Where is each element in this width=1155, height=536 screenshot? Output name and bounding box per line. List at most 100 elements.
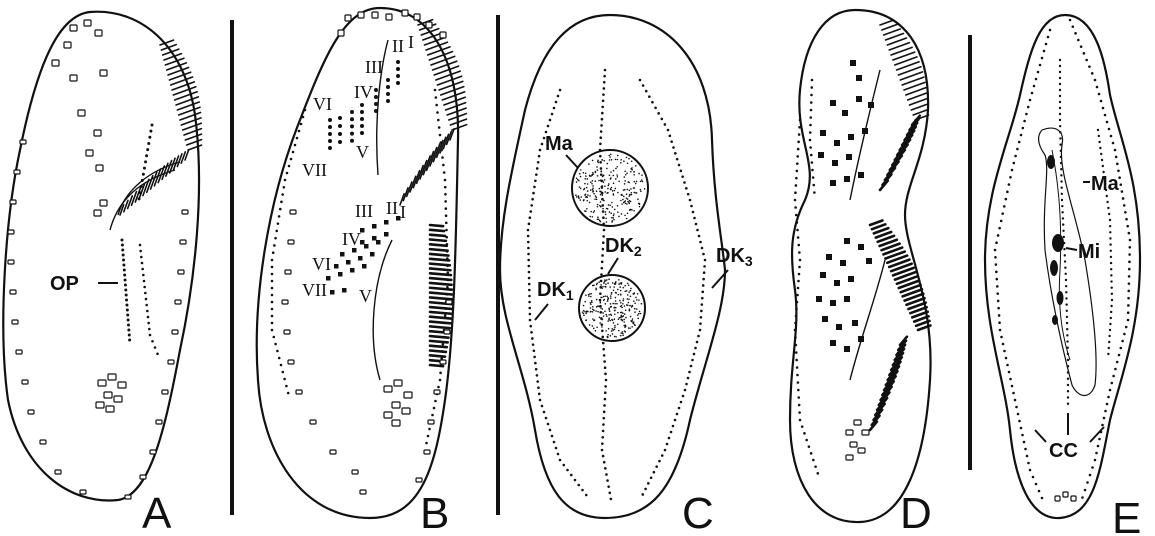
cirrus-dot xyxy=(842,110,848,116)
kinety-dot xyxy=(442,343,445,346)
kinety-dot xyxy=(1020,134,1023,137)
kinety-dot xyxy=(441,350,444,353)
kinety-dot xyxy=(585,494,588,497)
nucleus-stipple xyxy=(618,181,620,183)
kinety-dot xyxy=(702,284,705,287)
kinety-dot xyxy=(1119,183,1122,186)
kinety-dot xyxy=(604,391,607,394)
kinety-dot xyxy=(694,347,697,350)
transverse-cirrus xyxy=(98,380,106,386)
nucleus-stipple xyxy=(638,203,640,205)
kinety-dot xyxy=(1018,141,1021,144)
kinety-dot xyxy=(697,335,700,338)
cirrus-dot xyxy=(844,296,850,302)
kinety-dot xyxy=(1101,424,1104,427)
nucleus-stipple xyxy=(600,284,602,286)
nucleus-stipple xyxy=(613,289,615,291)
kinety-dot xyxy=(555,447,558,450)
nucleus-stipple xyxy=(613,322,615,324)
nucleus-stipple xyxy=(630,201,632,203)
kinety-dot xyxy=(1127,290,1130,293)
nucleus-stipple xyxy=(610,189,612,191)
kinety-dot xyxy=(664,123,667,126)
kinety-dot xyxy=(1062,230,1064,232)
nucleus-stipple xyxy=(633,300,635,302)
kinety-dot xyxy=(1060,162,1062,164)
kinety-dot xyxy=(428,428,431,431)
nucleus-stipple xyxy=(591,183,593,185)
nucleus-stipple xyxy=(644,188,646,190)
kinety-dot xyxy=(1059,107,1061,109)
kinety-dot xyxy=(539,149,542,152)
label-op: OP xyxy=(50,273,79,295)
nucleus-stipple xyxy=(627,282,629,284)
cirrus xyxy=(55,470,61,474)
kinety-dot xyxy=(445,207,448,210)
cirrus xyxy=(288,240,294,244)
nucleus-stipple xyxy=(584,178,586,180)
cirrus-dot xyxy=(372,224,377,229)
nucleus-stipple xyxy=(615,281,617,283)
kinety-dot xyxy=(1064,273,1066,275)
cirrus-dot xyxy=(342,288,347,293)
kinety-dot xyxy=(672,425,675,428)
kinety-label-b-top-5: V xyxy=(356,142,369,162)
kinety-dot xyxy=(1067,396,1069,398)
kinety-dot xyxy=(601,198,604,201)
kinety-dot xyxy=(798,411,801,414)
kinety-dot xyxy=(798,133,801,136)
kinety-dot xyxy=(1049,29,1052,32)
kinety-dot xyxy=(374,95,378,99)
frontal-cirrus xyxy=(338,30,344,36)
kinety-dot xyxy=(814,465,817,468)
nucleus-stipple xyxy=(635,165,637,167)
nucleus-stipple xyxy=(611,187,613,189)
kinety-dot xyxy=(281,193,284,196)
kinety-dot xyxy=(559,459,562,462)
kinety-dot xyxy=(1006,364,1009,367)
nucleus-stipple xyxy=(585,175,587,177)
cirrus xyxy=(310,420,316,424)
nucleus-stipple xyxy=(596,199,598,201)
nucleus-stipple xyxy=(595,330,597,332)
kinety-dot xyxy=(603,75,606,78)
kinety-dot xyxy=(143,286,146,289)
frontal-cirrus xyxy=(372,12,378,18)
nucleus-stipple xyxy=(624,313,626,315)
kinety-dot xyxy=(1104,410,1107,413)
kinety-dot xyxy=(812,184,815,187)
nucleus-stipple xyxy=(605,283,607,285)
cirrus xyxy=(80,490,86,494)
kinety-dot xyxy=(1005,198,1008,201)
nucleus-stipple xyxy=(627,198,629,200)
kinety-dot xyxy=(528,307,531,310)
kinety-dot xyxy=(794,191,797,194)
nucleus-stipple xyxy=(619,300,621,302)
kinety-dot xyxy=(1060,174,1062,176)
kinety-dot xyxy=(607,485,610,488)
kinety-dot xyxy=(796,229,799,232)
kinety-dot xyxy=(528,277,531,280)
kinety-dot xyxy=(1067,378,1069,380)
nucleus-stipple xyxy=(630,290,632,292)
nucleus-stipple xyxy=(592,185,594,187)
nucleus-stipple xyxy=(617,211,619,213)
frontal-cirrus xyxy=(64,42,71,48)
kinety-dot xyxy=(272,251,275,254)
nucleus-stipple xyxy=(604,279,606,281)
nucleus-stipple xyxy=(624,290,626,292)
nucleus-stipple xyxy=(617,323,619,325)
kinety-dot xyxy=(603,417,606,420)
kinety-dot xyxy=(794,206,797,209)
cirrus xyxy=(440,360,446,364)
kinety-dot xyxy=(1127,319,1130,322)
kinety-dot xyxy=(1084,489,1087,492)
nucleus-stipple xyxy=(619,286,621,288)
kinety-dot xyxy=(809,116,812,119)
kinety-dot xyxy=(601,436,604,439)
nucleus-stipple xyxy=(583,305,585,307)
nucleus-stipple xyxy=(623,319,625,321)
transverse-cirrus xyxy=(392,402,400,408)
membranelle xyxy=(430,239,446,240)
kinety-dot xyxy=(547,423,550,426)
